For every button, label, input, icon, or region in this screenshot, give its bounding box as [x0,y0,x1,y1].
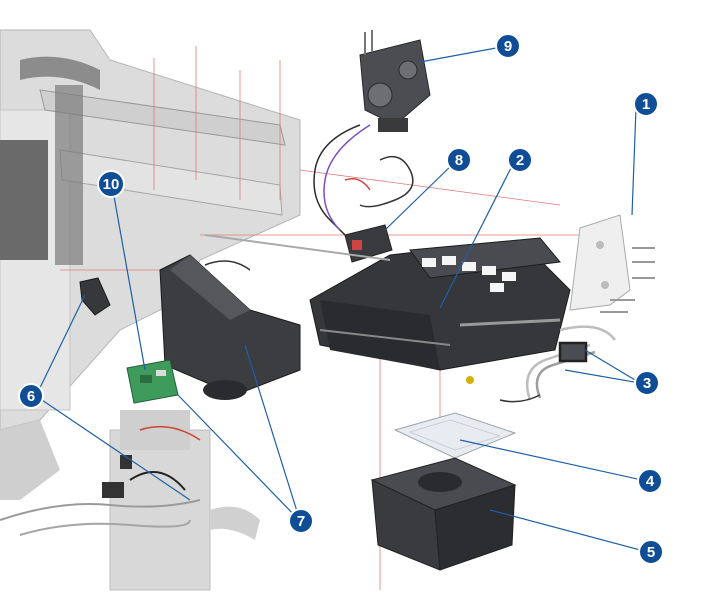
svg-text:3: 3 [643,375,651,392]
part-10-pcb [127,360,178,403]
svg-text:6: 6 [27,388,35,405]
svg-text:10: 10 [103,176,120,193]
part-7-duct-cover [160,255,300,400]
callout-10: 10 [98,171,124,197]
callout-3: 3 [635,371,659,395]
callout-6: 6 [19,384,43,408]
svg-text:7: 7 [297,513,305,530]
part-5-spittoon [372,458,515,570]
callout-9: 9 [496,34,520,58]
callout-2: 2 [508,148,532,172]
svg-text:9: 9 [504,38,512,55]
callout-4: 4 [638,469,662,493]
svg-text:2: 2 [516,152,524,169]
printer-frame [0,30,300,590]
callout-5: 5 [639,540,663,564]
cable-harness [314,125,413,236]
part-4-absorber-sheet [395,413,515,458]
callout-7: 7 [289,509,313,533]
callout-8: 8 [447,148,471,172]
part-9-motor-assembly [360,30,430,132]
svg-text:8: 8 [455,152,463,169]
svg-text:5: 5 [647,544,655,561]
callout-1: 1 [634,92,658,116]
svg-text:4: 4 [646,473,655,490]
svg-text:1: 1 [642,96,650,113]
part-1-side-plate [570,215,655,312]
